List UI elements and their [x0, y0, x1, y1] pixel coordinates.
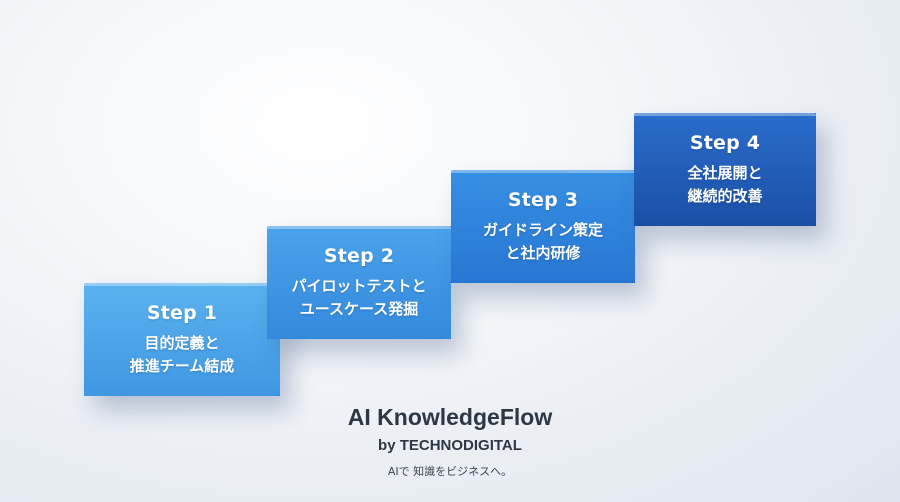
- step-3-block: Step 3 ガイドライン策定 と社内研修: [451, 170, 635, 283]
- step-3-description: ガイドライン策定 と社内研修: [483, 219, 603, 265]
- step-1-description: 目的定義と 推進チーム結成: [130, 332, 235, 378]
- step-4-description: 全社展開と 継続的改善: [687, 162, 762, 208]
- step-4-block: Step 4 全社展開と 継続的改善: [634, 113, 816, 226]
- step-2-description: パイロットテストと ユースケース発掘: [291, 275, 426, 321]
- step-3-title: Step 3: [507, 188, 579, 211]
- step-3-line-1: ガイドライン策定: [482, 220, 603, 239]
- step-2-title: Step 2: [323, 244, 395, 267]
- step-1-block: Step 1 目的定義と 推進チーム結成: [84, 283, 280, 396]
- brand-subtitle: by TECHNODIGITAL: [378, 437, 522, 454]
- step-2-block: Step 2 パイロットテストと ユースケース発掘: [267, 226, 451, 339]
- step-4-line-1: 全社展開と: [687, 163, 763, 182]
- step-4-title: Step 4: [689, 131, 761, 154]
- step-2-line-2: ユースケース発掘: [299, 299, 419, 318]
- step-1-line-1: 目的定義と: [144, 333, 220, 352]
- brand-tagline: AIで 知識をビジネスへ。: [387, 465, 513, 478]
- step-4-line-2: 継続的改善: [687, 186, 763, 205]
- step-2-line-1: パイロットテストと: [291, 276, 427, 295]
- step-1-title: Step 1: [146, 301, 218, 324]
- step-3-line-2: と社内研修: [505, 243, 581, 262]
- brand-title: AI KnowledgeFlow: [347, 404, 553, 430]
- step-1-line-2: 推進チーム結成: [129, 356, 235, 375]
